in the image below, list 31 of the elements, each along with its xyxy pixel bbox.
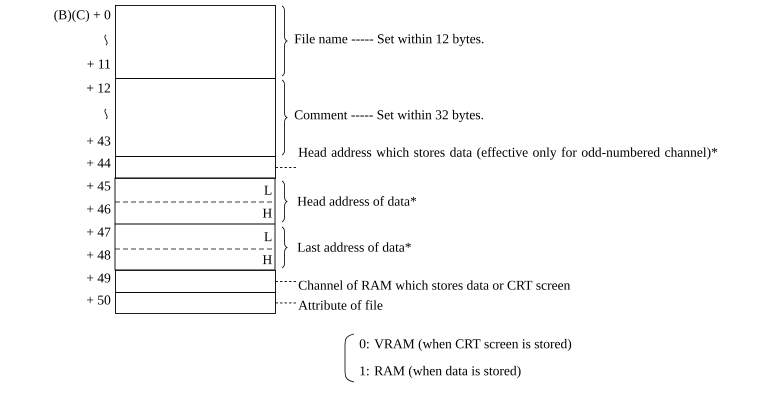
leader-line <box>276 167 296 168</box>
memory-row <box>115 270 276 293</box>
memory-row <box>115 78 276 157</box>
address-label: + 12 <box>87 84 110 92</box>
field-description: Channel of RAM which stores data or CRT screen <box>298 280 570 290</box>
byte-label: H <box>262 255 272 264</box>
byte-label: L <box>264 186 272 195</box>
address-label: + 43 <box>87 136 110 146</box>
address-label: + 49 <box>87 273 110 283</box>
address-label: + 44 <box>87 158 111 168</box>
value-note: 1: RAM (when data is stored) <box>360 366 521 378</box>
memory-row <box>115 156 276 179</box>
byte-label: H <box>262 208 272 218</box>
address-label: + 47 <box>87 228 110 236</box>
address-label: + 45 <box>87 181 110 190</box>
field-description: Last address of data* <box>298 242 411 252</box>
field-description: Attribute of file <box>298 300 382 310</box>
address-label: + 11 <box>88 60 110 68</box>
address-label: + 48 <box>87 250 110 260</box>
field-description: Head address which stores data (effective only for odd-numbered channel)* <box>298 147 718 160</box>
memory-row <box>115 5 276 79</box>
address-label: + 46 <box>87 204 110 214</box>
byte-label: L <box>264 232 272 242</box>
leader-line <box>276 302 296 304</box>
leader-line <box>276 281 296 282</box>
field-description: File name ----- Set within 12 bytes. <box>294 34 484 46</box>
address-label: + 50 <box>87 295 110 305</box>
memory-row <box>115 292 276 314</box>
value-note: 0: VRAM (when CRT screen is stored) <box>360 338 572 352</box>
field-description: Head address of data* <box>298 196 416 206</box>
field-description: Comment ----- Set within 32 bytes. <box>294 110 484 122</box>
